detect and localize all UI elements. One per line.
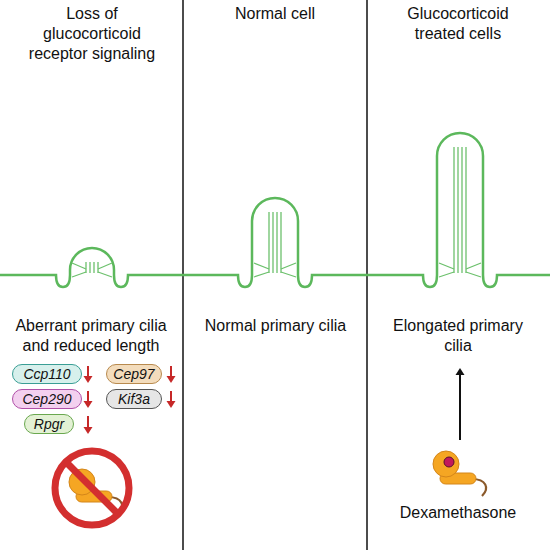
microtubule (93, 262, 94, 273)
glucocorticoid-receptor (433, 451, 486, 496)
downregulation-arrow (84, 391, 93, 408)
arrow-shaft (170, 366, 172, 377)
arrow-shaft (170, 391, 172, 402)
downregulation-arrow (167, 366, 176, 383)
downregulation-arrow (84, 416, 93, 434)
transition-fiber (466, 272, 481, 277)
panel-heading: Normal cell (200, 4, 350, 24)
drug-label: Dexamethasone (383, 503, 533, 523)
gene-pill: Cep97 (106, 364, 162, 384)
transition-fiber (72, 263, 86, 269)
induction-arrow (456, 368, 465, 440)
prohibition-slash (66, 462, 118, 514)
axoneme (439, 147, 481, 277)
prohibition-circle (55, 451, 129, 525)
arrow-shaft (87, 366, 89, 377)
microtubule (461, 147, 462, 273)
gene-pill: Rpgr (24, 414, 74, 434)
panel-heading: Glucocorticoid treated cells (383, 4, 533, 44)
microtubule (268, 212, 269, 273)
arrow-shaft (87, 416, 89, 428)
microtubule (457, 147, 458, 273)
microtubule (97, 262, 98, 273)
cell-membrane (0, 133, 550, 287)
cilia-label: Aberrant primary cilia and reduced lengt… (2, 316, 180, 356)
panel-heading: Loss of glucocorticoid receptor signalin… (17, 4, 167, 64)
ligand (444, 457, 454, 467)
receptor-head (433, 451, 459, 477)
arrow-head (84, 401, 93, 408)
microtubule (89, 262, 90, 273)
cilia-label: Elongated primary cilia (383, 316, 533, 356)
transition-fiber (72, 272, 86, 277)
gene-name: Cep97 (113, 366, 154, 382)
arrow-head (167, 401, 176, 408)
axoneme (254, 212, 296, 277)
transition-fiber (439, 263, 454, 269)
microtubule (280, 212, 281, 273)
axoneme (72, 262, 112, 277)
cilia-label: Normal primary cilia (188, 316, 363, 336)
arrow-head (84, 376, 93, 383)
transition-fiber (254, 272, 269, 277)
gene-name: Kif3a (118, 391, 150, 407)
arrow-head (167, 376, 176, 383)
gene-name: Cep290 (22, 391, 71, 407)
downregulation-arrow (84, 366, 93, 383)
gene-name: Rpgr (34, 416, 64, 432)
transition-fiber (466, 263, 481, 269)
gene-name: Ccp110 (23, 366, 70, 382)
transition-fiber (281, 263, 296, 269)
gene-pill: Kif3a (106, 389, 162, 409)
transition-fiber (98, 263, 112, 269)
transition-fiber (439, 272, 454, 277)
gene-pill: Ccp110 (12, 364, 82, 384)
microtubule (276, 212, 277, 273)
transition-fiber (98, 272, 112, 277)
transition-fiber (281, 272, 296, 277)
microtubule (85, 262, 86, 273)
microtubule (453, 147, 454, 273)
arrow-head (84, 427, 93, 434)
downregulation-arrow (167, 391, 176, 408)
microtubule (465, 147, 466, 273)
transition-fiber (254, 263, 269, 269)
gene-pill: Cep290 (12, 389, 82, 409)
microtubule (272, 212, 273, 273)
arrow-shaft (459, 374, 461, 440)
arrow-head (456, 368, 465, 375)
arrow-shaft (87, 391, 89, 402)
